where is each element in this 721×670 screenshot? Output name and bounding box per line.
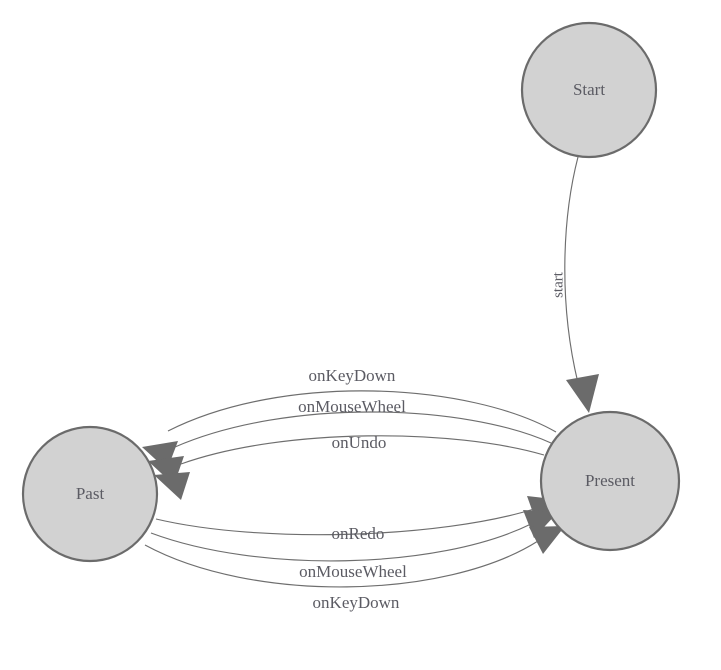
edge-label-past-present-onmousewheel: onMouseWheel bbox=[299, 562, 407, 581]
node-past-label: Past bbox=[76, 484, 105, 503]
node-start-label: Start bbox=[573, 80, 605, 99]
node-present[interactable]: Present bbox=[539, 410, 681, 552]
edge-label-present-past-onkeydown: onKeyDown bbox=[309, 366, 396, 385]
edge-past-to-present-onkeydown-path bbox=[144, 540, 539, 588]
node-past[interactable]: Past bbox=[21, 425, 159, 563]
edge-present-to-past-onundo-arrowhead bbox=[154, 472, 190, 500]
node-start-circle bbox=[520, 21, 658, 159]
node-present-circle bbox=[539, 410, 681, 552]
edge-label-start: start bbox=[550, 271, 566, 298]
edge-label-past-present-onredo: onRedo bbox=[332, 524, 385, 543]
edge-start-to-present-arrowhead bbox=[566, 374, 599, 413]
edge-present-to-past-onkeydown[interactable]: onKeyDown bbox=[142, 366, 557, 470]
edge-past-to-present-onredo-path bbox=[155, 508, 535, 536]
edge-past-to-present-onmousewheel-path bbox=[150, 523, 532, 562]
edge-start-to-present[interactable]: start bbox=[550, 156, 599, 413]
edge-label-past-present-onkeydown: onKeyDown bbox=[313, 593, 400, 612]
edge-past-to-present-onmousewheel[interactable]: onMouseWheel bbox=[150, 510, 558, 581]
edge-label-present-past-onundo: onUndo bbox=[332, 433, 387, 452]
edge-present-to-past-onkeydown-path bbox=[167, 390, 557, 433]
node-present-label: Present bbox=[585, 471, 635, 490]
edge-present-to-past-onundo[interactable]: onUndo bbox=[154, 433, 545, 500]
node-start[interactable]: Start bbox=[520, 21, 658, 159]
edge-present-to-past-onmousewheel-path bbox=[174, 411, 552, 448]
edge-label-present-past-onmousewheel: onMouseWheel bbox=[298, 397, 406, 416]
edge-start-to-present-path bbox=[564, 156, 579, 384]
edge-past-to-present-onkeydown-arrowhead bbox=[529, 526, 565, 554]
edge-past-to-present-onkeydown[interactable]: onKeyDown bbox=[144, 526, 565, 612]
node-past-circle bbox=[21, 425, 159, 563]
edge-present-to-past-onundo-path bbox=[180, 435, 545, 465]
